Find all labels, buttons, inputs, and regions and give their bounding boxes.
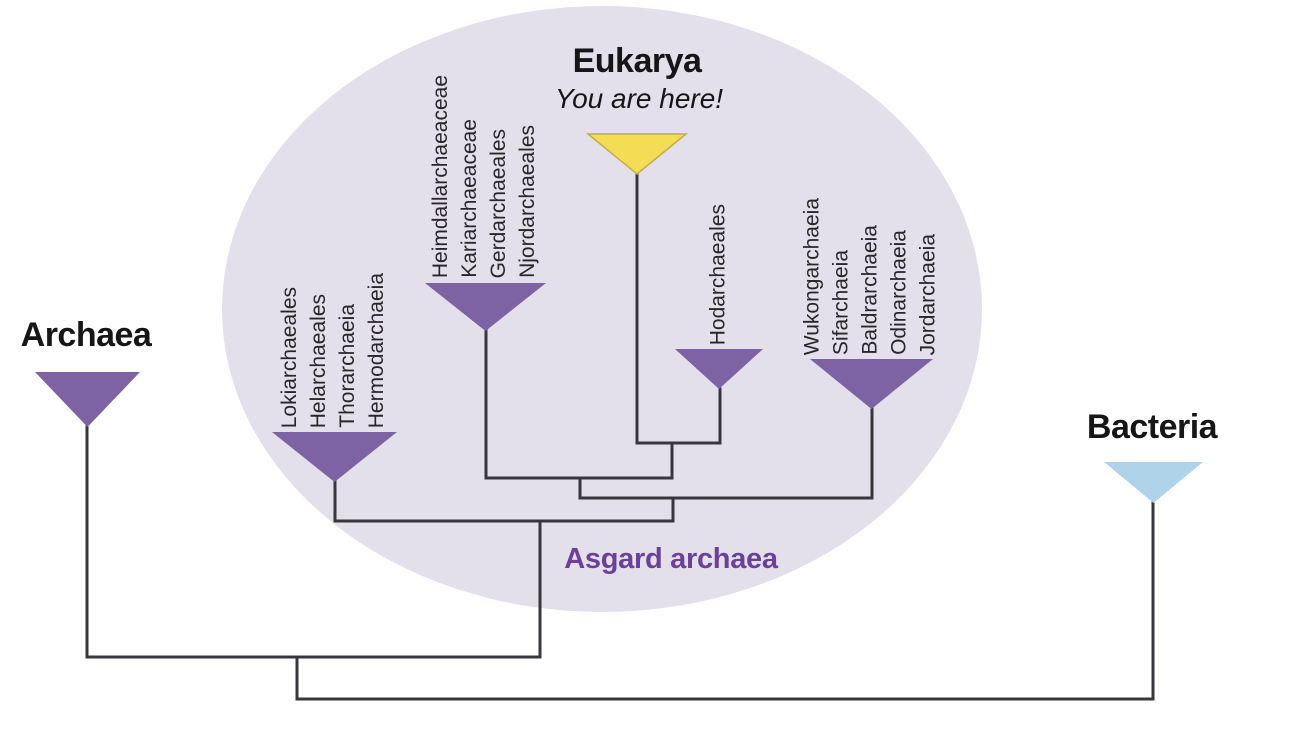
heimdall-clade-triangle <box>425 283 546 331</box>
eukarya-triangle <box>585 133 689 175</box>
hodar-taxa-stack: Hodarchaeales <box>705 204 734 345</box>
bacteria-triangle <box>1104 462 1203 503</box>
taxon-label: Hermodarchaeia <box>364 272 388 428</box>
taxon-label: Hodarchaeales <box>706 203 730 345</box>
taxon-label: Thorarchaeia <box>336 304 359 428</box>
hodar-clade-triangle <box>675 349 763 389</box>
taxon-label: Baldrarchaeia <box>858 225 882 355</box>
bacteria-label: Bacteria <box>1086 408 1218 446</box>
asgard-archaea-label: Asgard archaea <box>564 543 778 575</box>
taxon-label: Sifarchaeia <box>829 249 853 355</box>
taxon-label: Helarchaeales <box>307 293 331 428</box>
archaea-label: Archaea <box>20 316 152 354</box>
eukarya-subtitle: You are here! <box>554 83 724 114</box>
taxon-label: Gerdarchaeales <box>487 128 510 278</box>
taxon-label: Kariarchaeaceae <box>458 119 482 278</box>
archaea-triangle <box>35 372 140 427</box>
wukong-clade-triangle <box>810 359 933 409</box>
taxon-label: Njordarchaeales <box>515 125 539 278</box>
taxon-label: Jordarchaeia <box>916 233 940 355</box>
asgard-ellipse <box>222 6 982 612</box>
eukarya-label: Eukarya <box>572 42 702 80</box>
taxon-label: Heimdallarchaeaceae <box>429 74 453 278</box>
taxon-label: Lokiarchaeales <box>278 286 302 428</box>
taxon-label: Wukongarchaeia <box>800 197 824 355</box>
phylogeny-branches <box>85 172 1155 701</box>
taxon-label: Odinarchaeia <box>887 230 911 355</box>
loki-clade-triangle <box>272 432 397 482</box>
